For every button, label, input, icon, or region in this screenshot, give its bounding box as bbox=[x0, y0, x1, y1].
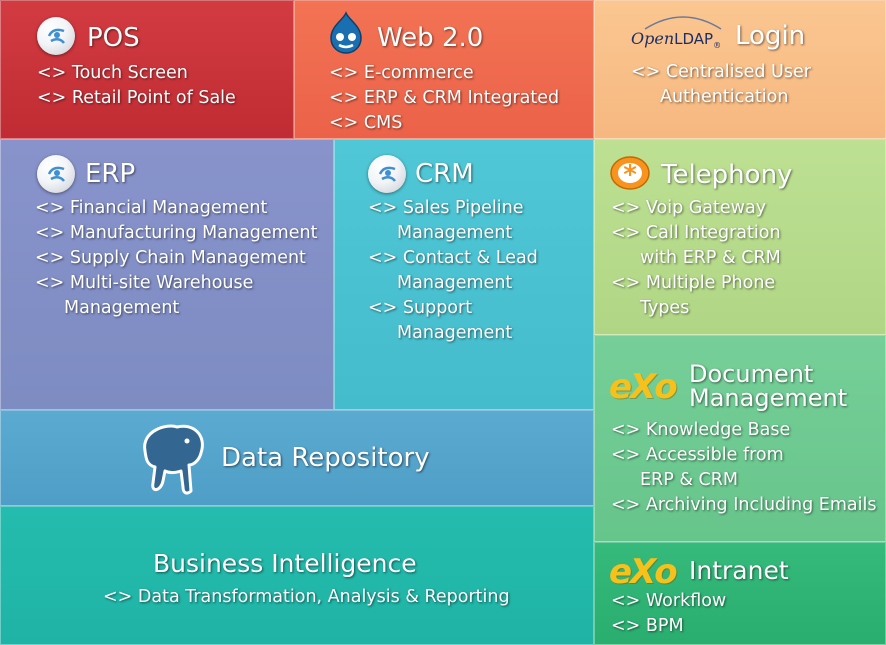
bi-block: Business Intelligence <> Data Transforma… bbox=[0, 506, 594, 645]
erp-title: ERP bbox=[85, 159, 136, 189]
document-block: eXo Document Management <> Knowledge Bas… bbox=[594, 335, 886, 542]
openldap-logo-open: Open bbox=[631, 29, 675, 48]
document-list: <> Knowledge Base <> Accessible from ERP… bbox=[611, 418, 876, 518]
list-item-continuation: with ERP & CRM bbox=[640, 248, 781, 268]
list-item: <> Accessible from bbox=[611, 445, 784, 465]
document-title-line2: Management bbox=[689, 384, 848, 412]
openldap-logo-reg: ® bbox=[713, 41, 722, 51]
list-item: Management bbox=[368, 221, 538, 246]
bi-title: Business Intelligence bbox=[153, 549, 417, 578]
intranet-block: eXo Intranet <> Workflow <> BPM bbox=[594, 542, 886, 645]
crm-list: <> Sales Pipeline Management <> Contact … bbox=[368, 196, 538, 346]
intranet-list: <> Workflow <> BPM bbox=[611, 589, 726, 639]
list-item: <> Sales Pipeline bbox=[368, 198, 524, 218]
document-title-line1: Document bbox=[689, 360, 814, 388]
list-item: <> Voip Gateway bbox=[611, 198, 767, 218]
globe-icon bbox=[368, 155, 406, 193]
pos-block: POS <> Touch Screen <> Retail Point of S… bbox=[0, 0, 294, 139]
list-item-continuation: ERP & CRM bbox=[640, 470, 739, 490]
list-item-continuation: Types bbox=[640, 298, 690, 318]
telephony-block: * Telephony <> Voip Gateway <> Call Inte… bbox=[594, 139, 886, 335]
list-item-continuation: Authentication bbox=[660, 87, 789, 107]
exo-logo-icon: eXo bbox=[609, 367, 678, 407]
list-item: <> Workflow bbox=[611, 591, 727, 611]
intranet-title: Intranet bbox=[689, 556, 789, 585]
list-item: <> Centralised User bbox=[631, 62, 811, 82]
list-item: <> Call Integration bbox=[611, 223, 781, 243]
bi-list: <> Data Transformation, Analysis & Repor… bbox=[103, 585, 510, 610]
list-item: <> Multiple Phone bbox=[611, 273, 776, 293]
list-item-continuation: Management bbox=[397, 323, 513, 343]
openldap-logo-ldap: LDAP bbox=[674, 30, 714, 48]
list-item: <> Supply Chain Management bbox=[35, 248, 306, 268]
list-item: Types bbox=[611, 296, 781, 321]
crm-block: CRM <> Sales Pipeline Management <> Cont… bbox=[334, 139, 594, 410]
login-block: OpenLDAP® Login <> Centralised User Auth… bbox=[594, 0, 886, 139]
svg-text:*: * bbox=[623, 160, 637, 190]
login-list: <> Centralised User Authentication bbox=[631, 60, 811, 110]
list-item: <> Contact & Lead bbox=[368, 248, 538, 268]
list-item: Management bbox=[35, 296, 317, 321]
pos-title: POS bbox=[87, 23, 140, 53]
web-title: Web 2.0 bbox=[377, 23, 484, 53]
drupal-icon bbox=[325, 11, 367, 59]
web-block: Web 2.0 <> E-commerce <> ERP & CRM Integ… bbox=[294, 0, 594, 139]
list-item: <> Manufacturing Management bbox=[35, 223, 318, 243]
list-item: <> CMS bbox=[329, 113, 403, 133]
list-item: <> E-commerce bbox=[329, 63, 474, 83]
list-item: <> BPM bbox=[611, 616, 684, 636]
list-item: <> Support bbox=[368, 298, 473, 318]
list-item-continuation: Management bbox=[397, 273, 513, 293]
list-item: <> Data Transformation, Analysis & Repor… bbox=[103, 587, 510, 607]
list-item: <> Touch Screen bbox=[37, 63, 188, 83]
list-item: <> ERP & CRM Integrated bbox=[329, 88, 560, 108]
list-item: Management bbox=[368, 271, 538, 296]
list-item: ERP & CRM bbox=[611, 468, 876, 493]
list-item: <> Archiving Including Emails bbox=[611, 495, 877, 515]
exo-logo-icon: eXo bbox=[609, 552, 678, 592]
openldap-logo-icon: OpenLDAP® bbox=[631, 29, 721, 50]
list-item: <> Multi-site Warehouse bbox=[35, 273, 254, 293]
login-title: Login bbox=[735, 21, 806, 51]
list-item: Management bbox=[368, 321, 538, 346]
crm-title: CRM bbox=[415, 159, 474, 189]
list-item: <> Financial Management bbox=[35, 198, 268, 218]
repository-block: Data Repository bbox=[0, 410, 594, 506]
elephant-icon bbox=[137, 421, 209, 501]
erp-list: <> Financial Management <> Manufacturing… bbox=[35, 196, 317, 321]
web-list: <> E-commerce <> ERP & CRM Integrated <>… bbox=[329, 61, 559, 136]
repository-title: Data Repository bbox=[221, 443, 430, 473]
asterisk-icon: * bbox=[609, 154, 651, 196]
erp-block: ERP <> Financial Management <> Manufactu… bbox=[0, 139, 334, 410]
globe-icon bbox=[37, 17, 75, 55]
telephony-title: Telephony bbox=[661, 160, 793, 190]
list-item-continuation: Management bbox=[397, 223, 513, 243]
list-item: <> Retail Point of Sale bbox=[37, 88, 236, 108]
telephony-list: <> Voip Gateway <> Call Integration with… bbox=[611, 196, 781, 321]
list-item: <> Knowledge Base bbox=[611, 420, 791, 440]
list-item: with ERP & CRM bbox=[611, 246, 781, 271]
list-item-continuation: Management bbox=[64, 298, 180, 318]
globe-icon bbox=[37, 155, 75, 193]
pos-list: <> Touch Screen <> Retail Point of Sale bbox=[37, 61, 236, 111]
openldap-arc-icon bbox=[644, 16, 722, 30]
list-item: Authentication bbox=[631, 85, 811, 110]
